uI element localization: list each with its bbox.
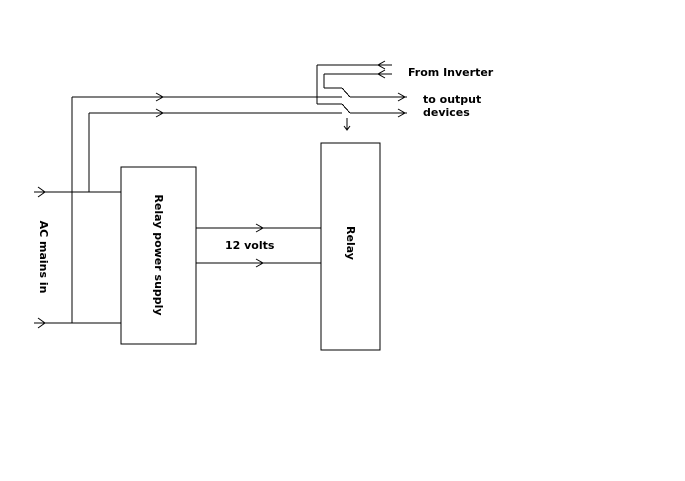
relay-power-supply-label: Relay power supply xyxy=(152,194,165,315)
twelve-volt-bottom-arrow xyxy=(255,258,265,268)
to-output-label-line2: devices xyxy=(423,106,470,119)
mains-wire-2-arrow xyxy=(155,108,165,118)
mains-wire-1-arrow xyxy=(155,92,165,102)
twelve-volt-top-arrow xyxy=(255,223,265,233)
twelve-volts-label: 12 volts xyxy=(225,239,275,252)
from-inverter-label: From Inverter xyxy=(408,66,494,79)
output-wire-1-arrow xyxy=(397,92,407,102)
ac-mains-in-label: AC mains in xyxy=(37,221,50,294)
inverter-wire-2-arrow xyxy=(376,69,386,79)
switch-blade-1 xyxy=(341,87,351,98)
relay-power-supply-box xyxy=(120,166,197,345)
relay-label: Relay xyxy=(344,226,357,260)
mains-input-top-arrow xyxy=(37,186,46,198)
mains-input-bottom-arrow xyxy=(37,317,46,329)
switch-actuator-arrow xyxy=(343,125,351,131)
inverter-wire-1-arrow xyxy=(376,60,386,70)
relay-box xyxy=(320,142,381,351)
output-wire-2-arrow xyxy=(397,108,407,118)
switch-blade-2 xyxy=(341,103,351,114)
to-output-label-line1: to output xyxy=(423,93,481,106)
